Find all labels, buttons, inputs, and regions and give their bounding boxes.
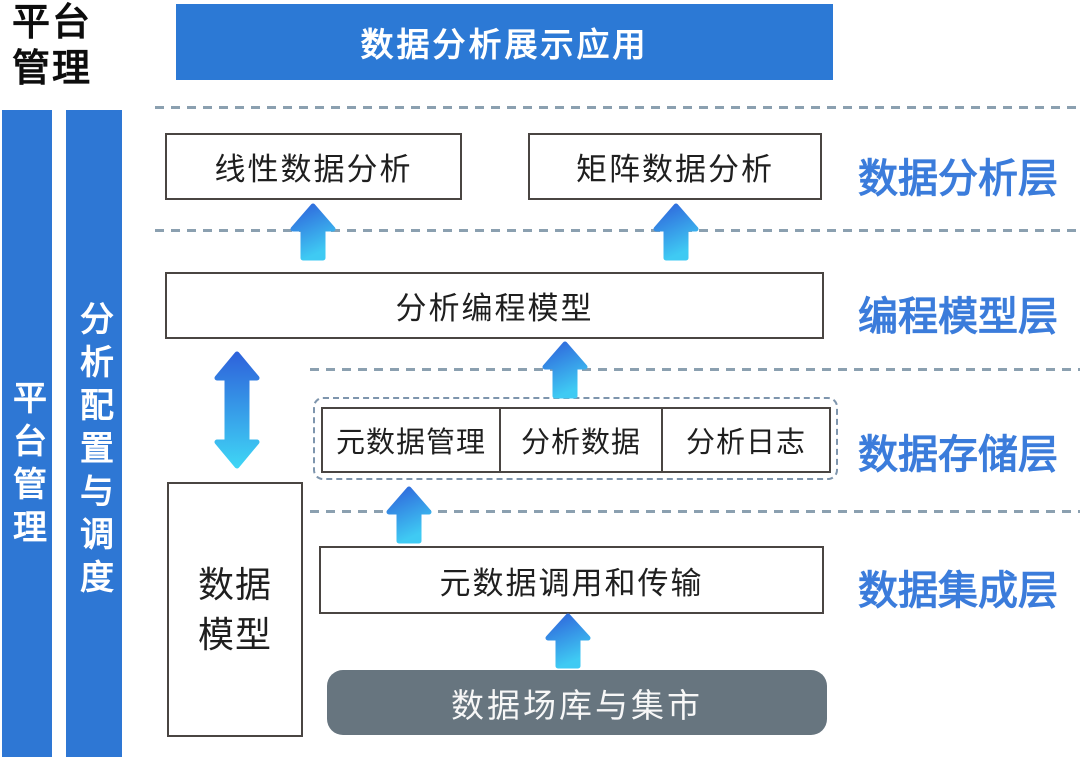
storage-cell-analysis-log: 分析日志	[661, 409, 829, 471]
storage-cell-metadata: 元数据管理	[335, 427, 486, 459]
sidebar-platform-management-label: 平台管理	[7, 379, 46, 552]
layer-label-data-storage: 数据存储层	[858, 433, 1058, 477]
up-arrow-icon	[545, 613, 591, 669]
up-arrow-icon	[542, 341, 588, 399]
sidebar-analysis-config-label: 分析配置与调度	[74, 301, 113, 602]
double-arrow-icon	[214, 351, 260, 469]
node-data-model-line2: 模型	[197, 613, 272, 655]
sidebar-analysis-config: 分析配置与调度	[66, 110, 122, 757]
up-arrow-icon	[290, 203, 336, 261]
node-linear-analysis: 线性数据分析	[165, 133, 462, 200]
node-matrix-analysis: 矩阵数据分析	[528, 133, 822, 200]
layer-divider-1	[155, 106, 1080, 109]
sidebar-platform-management: 平台管理	[2, 110, 52, 757]
layer-divider-4	[310, 510, 1080, 513]
layer-label-data-integration: 数据集成层	[858, 569, 1058, 613]
app-banner: 数据分析展示应用	[176, 4, 833, 80]
storage-table: 元数据管理 分析数据 分析日志	[321, 407, 831, 473]
node-programming-model: 分析编程模型	[165, 272, 824, 339]
up-arrow-icon	[386, 486, 432, 544]
corner-label-line1: 平台	[12, 2, 93, 44]
banner-title: 数据分析展示应用	[360, 26, 649, 63]
storage-group: 元数据管理 分析数据 分析日志	[313, 397, 838, 480]
layer-divider-3	[310, 368, 1080, 371]
corner-label-line2: 管理	[12, 48, 93, 90]
storage-cell-analysis-data: 分析数据	[499, 409, 661, 471]
node-data-model: 数据 模型	[167, 482, 303, 737]
node-data-warehouse: 数据场库与集市	[327, 670, 827, 735]
up-arrow-icon	[653, 203, 699, 261]
layer-divider-2	[155, 229, 1080, 232]
node-data-model-line1: 数据	[197, 563, 272, 605]
node-metadata-transfer: 元数据调用和传输	[319, 546, 824, 614]
layer-label-data-analysis: 数据分析层	[858, 157, 1058, 201]
layer-label-programming-model: 编程模型层	[858, 295, 1058, 339]
corner-label: 平台 管理	[12, 0, 92, 92]
